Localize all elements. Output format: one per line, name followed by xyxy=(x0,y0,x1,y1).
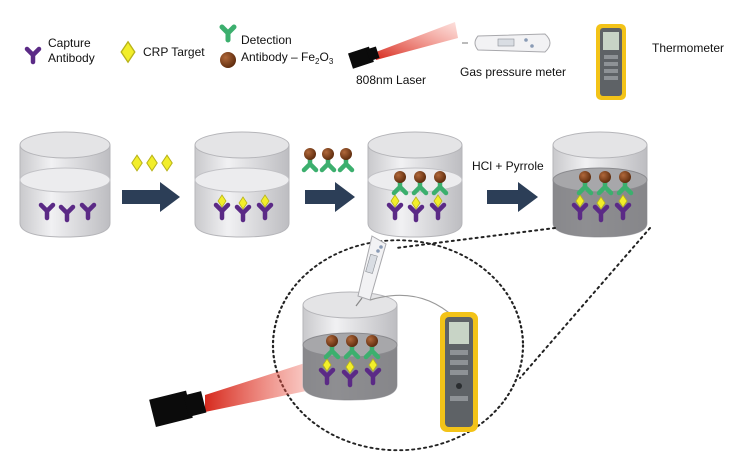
zoomed-thermometer-icon xyxy=(440,312,478,432)
reagent-label: HCl + Pyrrole xyxy=(472,159,544,173)
arrow-2-icon xyxy=(305,182,355,212)
well-4-reaction xyxy=(552,131,648,238)
legend-detection-line1: Detection xyxy=(241,33,292,47)
detection-antibody-group xyxy=(304,148,352,170)
zoomed-laser-icon xyxy=(149,390,207,427)
arrow-3-icon xyxy=(487,182,538,212)
zoom-connector xyxy=(271,227,651,452)
well-1-capture xyxy=(19,131,111,238)
well-2-crp xyxy=(194,131,290,238)
thermometer-icon xyxy=(596,24,626,100)
thermometer-cable xyxy=(369,294,456,319)
detection-antibody-icon xyxy=(219,24,237,68)
legend: Capture Antibody CRP Target Detection An… xyxy=(27,22,724,100)
legend-capture-line2: Antibody xyxy=(48,51,95,65)
legend-capture-line1: Capture xyxy=(48,36,91,50)
arrow-1-icon xyxy=(122,182,180,212)
crp-target-icon xyxy=(120,41,136,63)
zoomed-well xyxy=(302,291,398,401)
legend-thermometer: Thermometer xyxy=(652,41,724,55)
well-3-detection xyxy=(367,131,463,238)
legend-gas-meter: Gas pressure meter xyxy=(460,65,566,79)
legend-detection-line2: Antibody – Fe2O3 xyxy=(241,50,334,66)
laser-icon xyxy=(348,22,458,69)
capture-antibody-icon xyxy=(27,49,39,62)
crp-target-group xyxy=(131,154,173,172)
gas-pressure-meter-icon xyxy=(462,33,551,53)
legend-laser: 808nm Laser xyxy=(356,73,426,87)
legend-crp: CRP Target xyxy=(143,45,205,59)
